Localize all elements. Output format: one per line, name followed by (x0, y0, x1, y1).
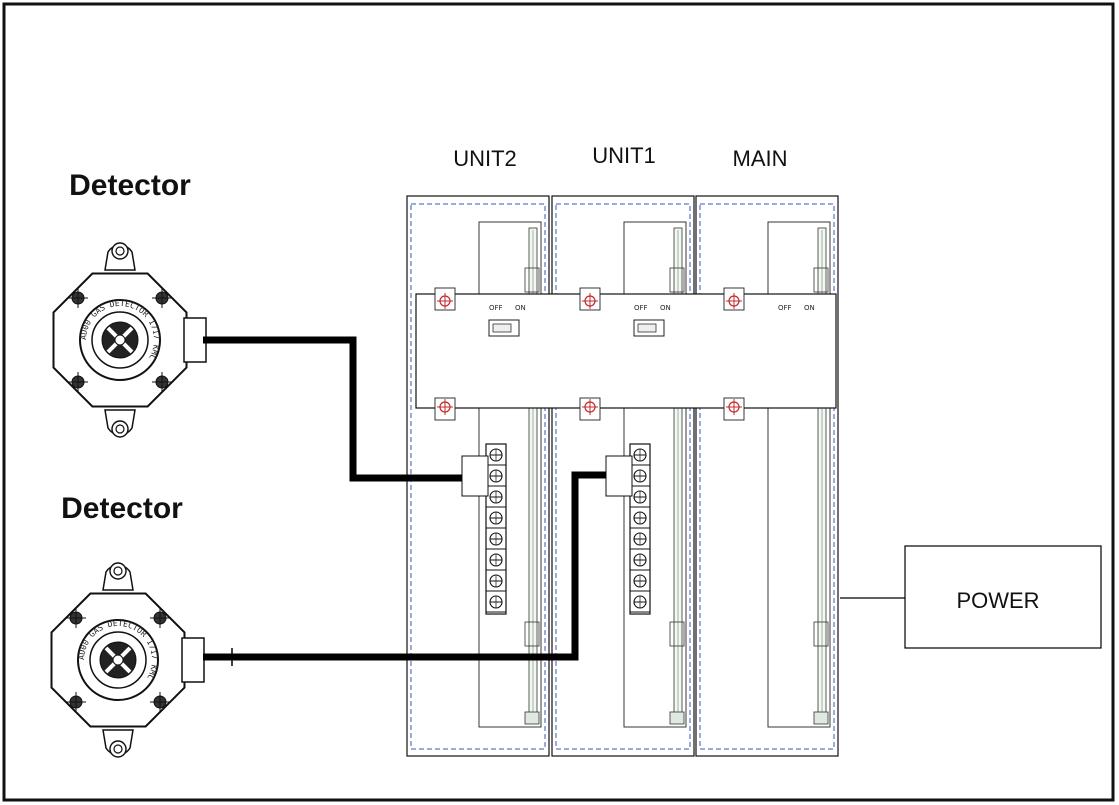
rail-clip-top (813, 267, 829, 293)
front-unit2: OFF ON (434, 287, 526, 421)
module-dashed-border (410, 203, 546, 750)
detector-port (183, 317, 207, 363)
detector-port (181, 637, 205, 683)
rail-clip-top (524, 267, 540, 293)
module-dashed-border (555, 203, 691, 750)
detector-label-bottom: Detector (61, 492, 183, 525)
rail-clip-bottom (524, 621, 540, 647)
terminal-block-unit1 (605, 443, 651, 615)
dip-switch-slider (492, 323, 512, 333)
switch-on-label: ON (804, 304, 815, 312)
mounting-hole-inner (115, 424, 125, 434)
mounting-hole-inner (115, 246, 125, 256)
mounting-hole-inner (113, 566, 123, 576)
module-dashed-border (699, 203, 835, 750)
main-title: MAIN (733, 146, 788, 171)
detector-label-top: Detector (69, 169, 191, 202)
rail-clip-top (669, 267, 685, 293)
switch-off-label: OFF (778, 304, 792, 312)
switch-off-label: OFF (489, 304, 503, 312)
sensor-center (114, 334, 126, 346)
detector-bottom: AD00 GAS DETECTOR 1717 KMC (50, 562, 205, 758)
mounting-hole-inner (113, 744, 123, 754)
power-label: POWER (956, 588, 1039, 613)
detector-top: AD00 GAS DETECTOR 1717 KMC (52, 242, 207, 438)
module-card (767, 221, 831, 728)
rail-foot (813, 711, 829, 725)
rail-clip-bottom (669, 621, 685, 647)
dip-switch-slider (637, 323, 657, 333)
unit2-title: UNIT2 (453, 146, 517, 171)
rail-clip-bottom (813, 621, 829, 647)
switch-off-label: OFF (634, 304, 648, 312)
switch-on-label: ON (660, 304, 671, 312)
front-main: OFF ON (723, 287, 815, 421)
sensor-center (112, 654, 124, 666)
module-outline (695, 195, 839, 757)
rail-foot (669, 711, 685, 725)
unit1-title: UNIT1 (592, 143, 656, 168)
terminal-plug (605, 455, 633, 497)
controller-rack: OFF ON OFF ON OFF ON (406, 195, 839, 757)
cable-detector-top-to-unit2 (203, 336, 462, 482)
terminal-block-unit2 (461, 443, 507, 615)
front-unit1: OFF ON (579, 287, 671, 421)
module-main (695, 195, 839, 757)
terminal-plug (461, 455, 489, 497)
switch-on-label: ON (515, 304, 526, 312)
power-box (904, 545, 1102, 649)
cable-detector-bottom-to-unit1 (203, 471, 606, 661)
front-band (415, 293, 837, 409)
rail-foot (524, 711, 540, 725)
